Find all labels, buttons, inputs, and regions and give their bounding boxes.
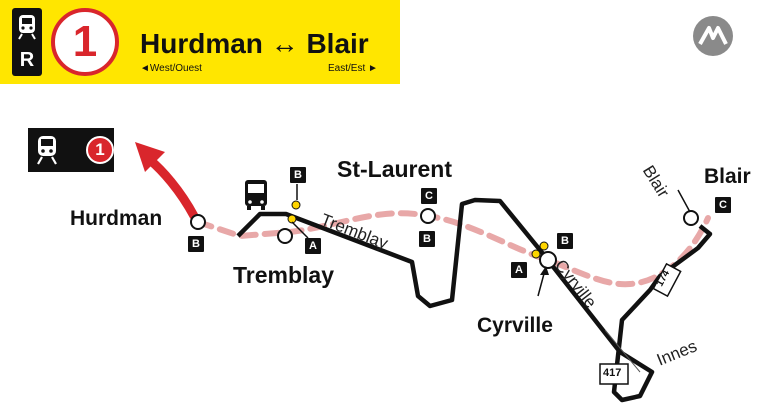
highway-174-shield: [652, 262, 682, 298]
direction-east-label: East/Est ►: [328, 63, 378, 74]
mode-letter: R: [19, 49, 35, 71]
direction-arrow-head: [135, 142, 165, 172]
train-icon: [37, 136, 57, 165]
rail-mode-badge: R: [12, 8, 42, 76]
innes-road-line: [604, 329, 641, 373]
transit-logo-icon: [693, 16, 733, 56]
hurdman-station-marker[interactable]: [190, 214, 206, 230]
tremblay-stop-dot: [291, 200, 301, 210]
blair-station-marker[interactable]: [683, 210, 699, 226]
highway-417-shield: [599, 363, 629, 385]
tremblay-station-marker[interactable]: [277, 228, 293, 244]
cyrville-stop-dot: [539, 241, 549, 251]
st-laurent-station-marker[interactable]: [420, 208, 436, 224]
blair-platform-c: C: [715, 197, 731, 213]
blair-station-leader: [677, 189, 691, 213]
cyrville-platform-b: B: [557, 233, 573, 249]
cyrville-stop-dot: [531, 249, 541, 259]
tremblay-stop-dot: [287, 214, 297, 224]
route-number-badge: 1: [51, 8, 119, 76]
st-laurent-platform-b: B: [419, 231, 435, 247]
tremblay-platform-leader: [291, 221, 309, 239]
bus-route-line: [236, 197, 713, 403]
hurdman-station-label: Hurdman: [70, 207, 163, 230]
direction-west-label: ◄West/Ouest: [140, 63, 202, 74]
hurdman-platform-b: B: [188, 236, 204, 252]
train-icon: [18, 15, 36, 40]
tremblay-platform-a: A: [305, 238, 321, 254]
highway-417-number: 417: [603, 367, 622, 379]
cyrville-platform-a: A: [511, 262, 527, 278]
rail-line: [195, 210, 711, 288]
cyrville-station-marker[interactable]: [539, 251, 557, 269]
tremblay-station-label: Tremblay: [233, 262, 334, 288]
tremblay-platform-b: B: [290, 167, 306, 183]
cyrville-station-label: Cyrville: [477, 314, 553, 337]
route-number: 1: [72, 17, 98, 66]
st-laurent-station-label: St-Laurent: [337, 156, 452, 182]
cyrville-leader-arrowhead: [540, 266, 549, 275]
blair-station-label: Blair: [704, 165, 751, 188]
st-laurent-platform-c: C: [421, 188, 437, 204]
line-legend: 1: [28, 128, 114, 172]
bus-icon: [245, 180, 267, 210]
legend-route-number: 1: [86, 136, 114, 164]
route-header-banner: R 1 Hurdman ↔ Blair ◄West/Ouest East/Est…: [0, 0, 400, 84]
route-title: Hurdman ↔ Blair: [140, 28, 369, 59]
